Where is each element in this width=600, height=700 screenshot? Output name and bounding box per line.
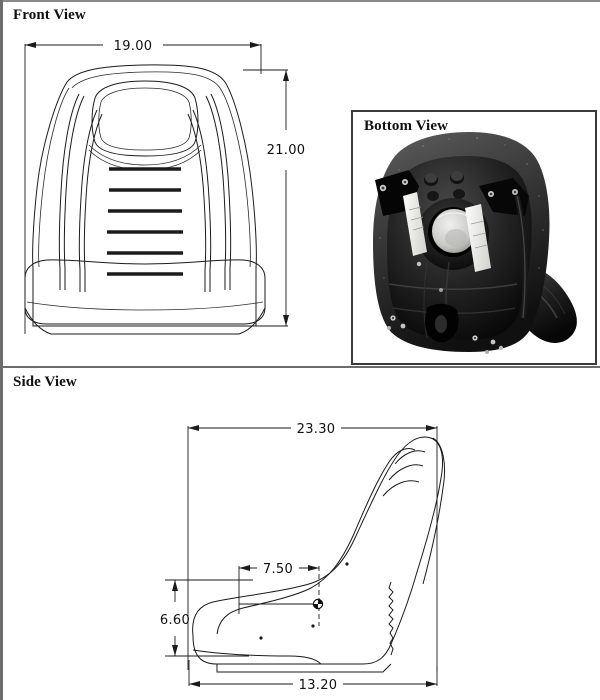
rivet-center-lower [416, 261, 443, 292]
seat-right-seam [187, 93, 232, 292]
panel-front-view: Front View 19.00 [3, 2, 600, 368]
seat-side-outline [192, 436, 446, 673]
detail-point-lower [259, 636, 263, 640]
sheet-top-border [0, 0, 600, 2]
seat-left-seam [58, 93, 103, 292]
seat-headrest-cutout [88, 80, 202, 171]
panel-divider-front-side [3, 366, 600, 368]
detail-point-mid [311, 624, 315, 628]
seat-center-ribs [107, 167, 183, 276]
panel-bottom-view-title: Bottom View [364, 118, 449, 134]
panel-side-view-title: Side View [13, 374, 77, 390]
dimension-label-front-width: 19.00 [114, 39, 153, 54]
panel-front-view-title: Front View [13, 7, 86, 23]
front-view-drawing: 19.00 21.00 [24, 39, 306, 335]
mount-hole-center-mark [312, 598, 324, 610]
dimension-side-offset: 7.50 [238, 562, 324, 626]
dimension-label-side-depth: 23.30 [297, 422, 336, 437]
dimension-side-depth: 23.30 [187, 422, 438, 672]
bottom-view-photo [353, 112, 595, 363]
panel-bottom-view: Bottom View [351, 110, 597, 365]
seat-front-cushion [24, 259, 266, 335]
seat-front-outline [32, 64, 257, 327]
rivet-cluster-lower-right [472, 335, 504, 354]
detail-point-upper [345, 562, 349, 566]
rivet-cluster-lower-left [387, 315, 406, 330]
panel-side-view: Side View 23.30 7.50 [3, 368, 600, 700]
dimension-side-pan-height: 6.60 [160, 579, 253, 657]
drain-hole-cluster [424, 171, 465, 201]
dimension-label-front-height: 21.00 [267, 143, 306, 158]
product-label-left [403, 192, 427, 256]
side-view-drawing: 23.30 7.50 [160, 422, 446, 693]
dimension-label-side-base: 13.20 [299, 678, 338, 693]
mounting-bracket-right [479, 178, 529, 319]
product-label-right [465, 204, 491, 272]
dimension-label-side-offset: 7.50 [263, 562, 293, 577]
bracket-pocket [425, 303, 459, 343]
dimension-label-side-pan-height: 6.60 [160, 613, 190, 628]
dimension-side-base: 13.20 [188, 660, 438, 693]
sheet-left-border [0, 0, 3, 700]
